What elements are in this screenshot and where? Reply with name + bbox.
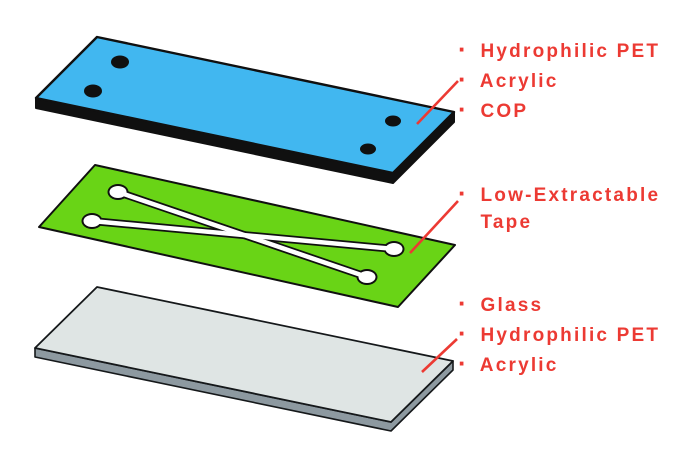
label-text: Tape [480,212,533,233]
alignment-hole [84,84,102,98]
label-text: COP [480,101,529,122]
label-text: Low-Extractable [480,185,661,206]
channels [83,186,403,283]
channel-well [83,215,101,227]
label-text: Hydrophilic PET [480,325,661,346]
alignment-hole [360,143,376,155]
alignment-hole [385,115,401,127]
bullet-icon: · [458,64,467,94]
base-plate-layer [34,286,454,432]
channel-well [385,243,403,255]
label-text: Acrylic [479,355,559,376]
label-text: Glass [480,295,544,316]
label-middle-layer: · Low-Extractable Tape [458,178,660,238]
label-line: · Glass [458,288,660,318]
bullet-icon: · [458,318,467,348]
alignment-hole [111,55,129,69]
bullet-icon: · [458,288,467,318]
cover-plate-top-face [34,35,456,175]
channel-well [109,186,127,198]
leader-line-top [416,80,459,125]
label-line: · Low-Extractable [458,178,660,208]
label-line: Tape [458,208,660,238]
label-bottom-layer: · Glass · Hydrophilic PET · Acrylic [458,288,660,378]
label-line: · COP [458,94,660,124]
label-top-layer: · Hydrophilic PET · Acrylic · COP [458,34,660,124]
channel-well [358,271,376,283]
label-line: · Acrylic [458,348,660,378]
bullet-icon: · [458,94,467,124]
label-line: · Hydrophilic PET [458,34,660,64]
channel-tape-layer [38,164,456,308]
leader-line-bottom [421,338,458,373]
bullet-icon: · [458,34,467,64]
channel [89,218,397,252]
bullet-icon: · [458,178,467,208]
top-cover-layer [34,35,456,184]
bullet-icon: · [458,348,467,378]
leader-lines [409,80,459,373]
label-line: · Hydrophilic PET [458,318,660,348]
base-plate-top-face [34,286,454,423]
leader-line-middle [409,200,459,254]
label-text: Acrylic [479,71,559,92]
label-line: · Acrylic [458,64,660,94]
label-text: Hydrophilic PET [480,41,661,62]
